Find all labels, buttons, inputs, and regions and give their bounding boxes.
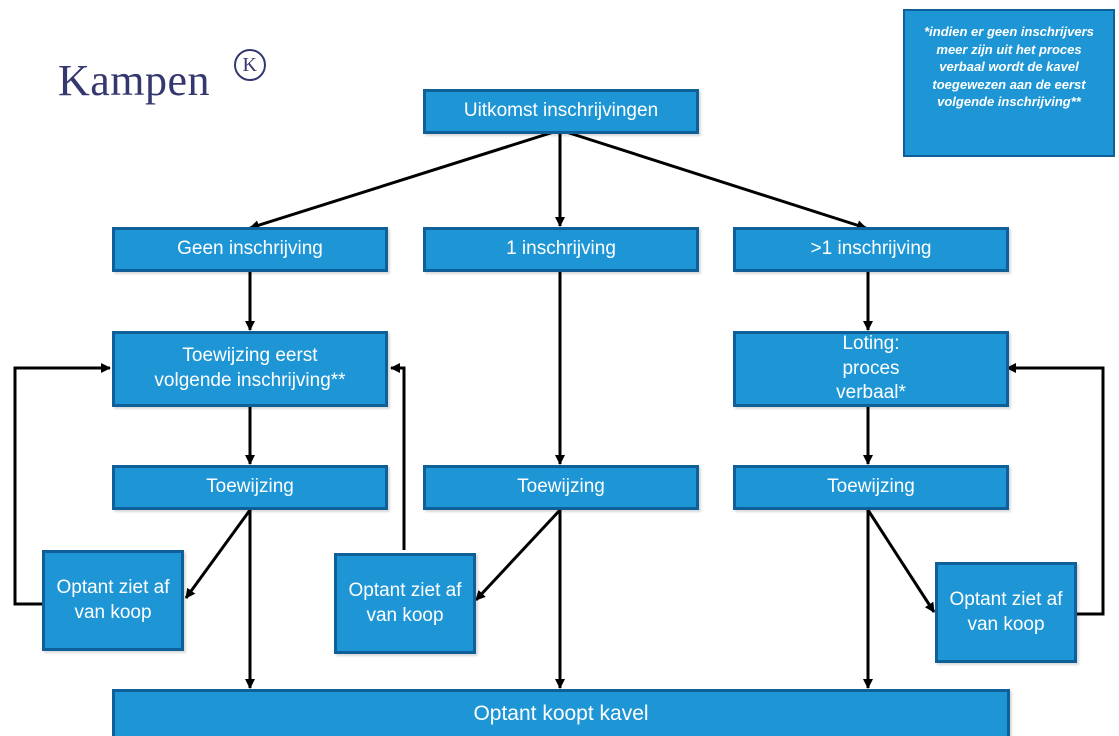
logo-k-icon: K — [234, 49, 266, 81]
arrow-toewijzing-links-optant — [184, 509, 252, 599]
node-loting: Loting: proces verbaal* — [733, 331, 1009, 407]
node-toewijzing-eerst-volgende: Toewijzing eerst volgende inschrijving** — [112, 331, 388, 407]
arrow-optant-rechts-loop — [1006, 363, 1105, 616]
node-optant-ziet-af-rechts: Optant ziet af van koop — [935, 562, 1077, 663]
node-een-inschrijving: 1 inschrijving — [423, 227, 699, 272]
node-geen-inschrijving: Geen inschrijving — [112, 227, 388, 272]
node-toewijzing-rechts: Toewijzing — [733, 465, 1009, 510]
footnote-box: *indien er geen inschrijvers meer zijn u… — [903, 9, 1115, 157]
node-toewijzing-midden: Toewijzing — [423, 465, 699, 510]
node-optant-ziet-af-links: Optant ziet af van koop — [42, 550, 184, 651]
kampen-logo: Kampen K — [58, 49, 266, 106]
node-meer-inschrijving: >1 inschrijving — [733, 227, 1009, 272]
node-toewijzing-links: Toewijzing — [112, 465, 388, 510]
logo-text: Kampen — [58, 56, 211, 105]
arrow-optant-links-loop — [13, 363, 111, 606]
arrow-uitkomst-meer — [559, 128, 867, 231]
node-uitkomst-inschrijvingen: Uitkomst inschrijvingen — [423, 89, 699, 134]
arrow-uitkomst-geen — [249, 128, 561, 231]
node-optant-ziet-af-midden: Optant ziet af van koop — [334, 553, 476, 654]
arrow-toewijzing-rechts-optant — [866, 509, 936, 613]
node-optant-koopt-kavel: Optant koopt kavel — [112, 689, 1010, 736]
arrow-toewijzing-midden-optant — [474, 508, 562, 602]
arrow-optant-midden-loop — [390, 363, 406, 550]
